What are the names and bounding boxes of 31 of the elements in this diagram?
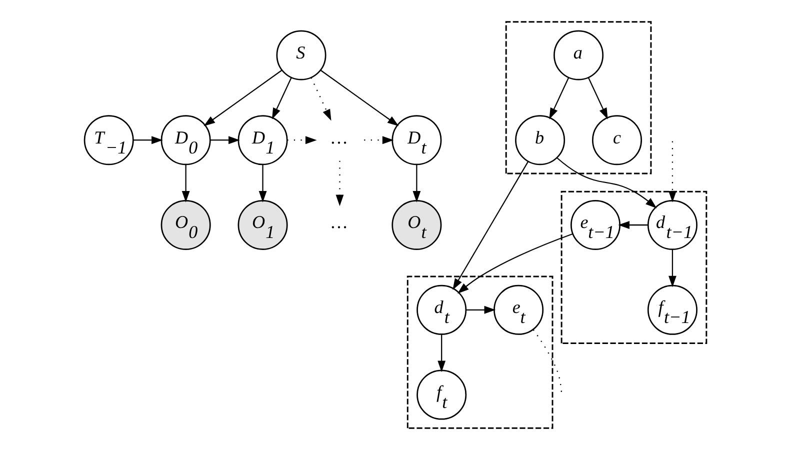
cluster (505, 21, 652, 174)
node-text: … (331, 127, 348, 148)
connector (532, 329, 562, 394)
arrow (556, 157, 657, 208)
arrow (287, 136, 317, 144)
arrow (258, 164, 267, 202)
arrow (438, 334, 446, 372)
arrow (210, 136, 240, 144)
arrow (668, 141, 676, 202)
node-text: … (331, 212, 348, 232)
cluster (406, 276, 554, 429)
arrow (272, 77, 292, 120)
arrow (204, 70, 282, 126)
arrow (336, 160, 344, 206)
arrow (588, 77, 608, 120)
arrow (452, 161, 529, 290)
node-circle: S (276, 30, 326, 80)
arrow (618, 221, 648, 229)
arrow (364, 136, 394, 144)
node-circle: c (592, 115, 642, 166)
arrow (412, 164, 421, 202)
node-circle: b (515, 115, 566, 166)
arrow (182, 164, 190, 202)
node-circle: a (554, 30, 604, 80)
arrow (668, 250, 676, 288)
arrow (457, 233, 573, 294)
arrow (466, 306, 496, 314)
arrow (310, 77, 332, 121)
arrow (133, 136, 163, 144)
arrow (549, 77, 570, 120)
arrow (320, 70, 399, 126)
